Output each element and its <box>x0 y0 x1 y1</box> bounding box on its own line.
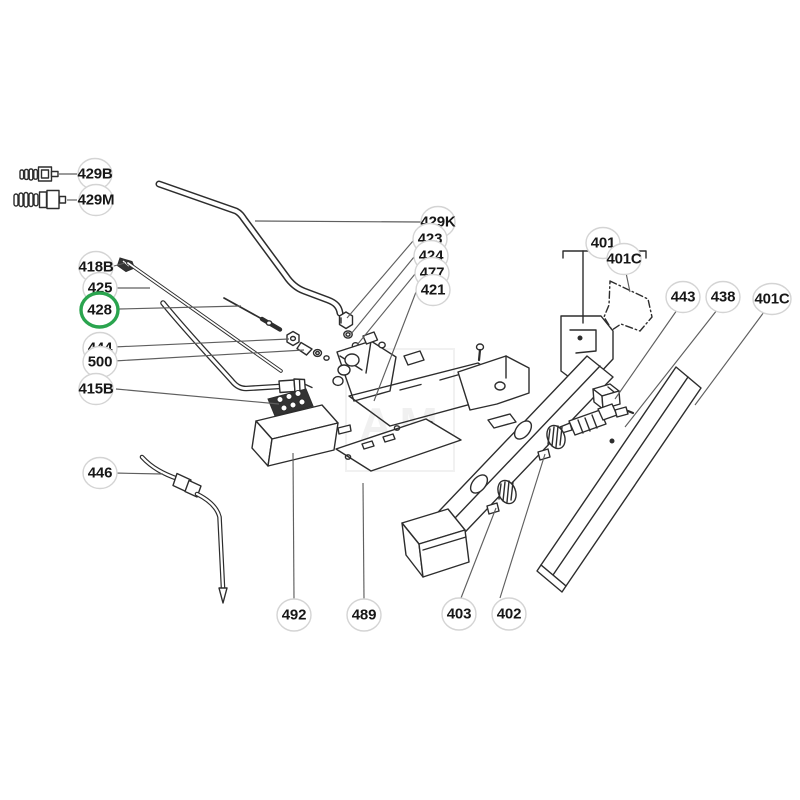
callout-421[interactable]: 421 <box>373 273 451 402</box>
solenoid-valve-492 <box>251 388 352 467</box>
svg-text:401C: 401C <box>754 291 789 308</box>
svg-text:415B: 415B <box>78 381 113 398</box>
svg-text:402: 402 <box>497 606 521 623</box>
callout-428-highlighted[interactable]: 428 <box>79 291 242 329</box>
knob-402 <box>537 424 566 461</box>
callout-429M[interactable]: 429M <box>67 183 115 217</box>
callout-443[interactable]: 443 <box>614 280 701 400</box>
callout-429B[interactable]: 429B <box>59 157 113 191</box>
svg-text:403: 403 <box>447 606 471 623</box>
svg-text:401C: 401C <box>606 251 641 268</box>
fitting-500 <box>296 341 330 361</box>
svg-text:492: 492 <box>282 607 306 624</box>
svg-text:446: 446 <box>88 465 112 482</box>
svg-text:438: 438 <box>711 289 735 306</box>
gasket-401c-top <box>603 280 653 332</box>
svg-text:500: 500 <box>88 354 112 371</box>
svg-text:443: 443 <box>671 289 695 306</box>
svg-text:401: 401 <box>591 235 615 252</box>
fitting-424-ring <box>343 330 353 339</box>
connector-429b <box>19 166 59 182</box>
face-panel-401c-right <box>536 366 702 593</box>
svg-text:418B: 418B <box>78 259 113 276</box>
needle-428 <box>223 297 283 332</box>
electrode-cable-446 <box>139 454 228 604</box>
switch-block-443 <box>592 383 621 410</box>
gas-valve-assembly-421 <box>314 331 530 476</box>
callout-500[interactable]: 500 <box>82 345 305 379</box>
svg-text:429M: 429M <box>78 192 115 209</box>
callout-446[interactable]: 446 <box>82 456 164 490</box>
callout-401C-right[interactable]: 401C <box>694 282 792 406</box>
callout-402[interactable]: 402 <box>491 453 546 631</box>
callout-489[interactable]: 489 <box>346 482 382 632</box>
knob-403 <box>486 479 517 515</box>
svg-text:421: 421 <box>421 282 445 299</box>
callout-401C-top[interactable]: 401C <box>606 242 642 293</box>
callout-492[interactable]: 492 <box>276 452 312 632</box>
svg-text:428: 428 <box>87 302 111 319</box>
svg-text:489: 489 <box>352 607 376 624</box>
mounting-plate-489 <box>335 418 462 472</box>
nut-444 <box>286 330 300 347</box>
connector-429m <box>13 189 67 210</box>
control-rail-401 <box>401 315 614 578</box>
callout-403[interactable]: 403 <box>441 507 497 631</box>
svg-text:429B: 429B <box>77 166 112 183</box>
pipe-429k <box>155 180 344 317</box>
callout-415B[interactable]: 415B <box>78 372 280 406</box>
callout-438[interactable]: 438 <box>624 280 741 428</box>
pipe-415b <box>160 300 313 394</box>
